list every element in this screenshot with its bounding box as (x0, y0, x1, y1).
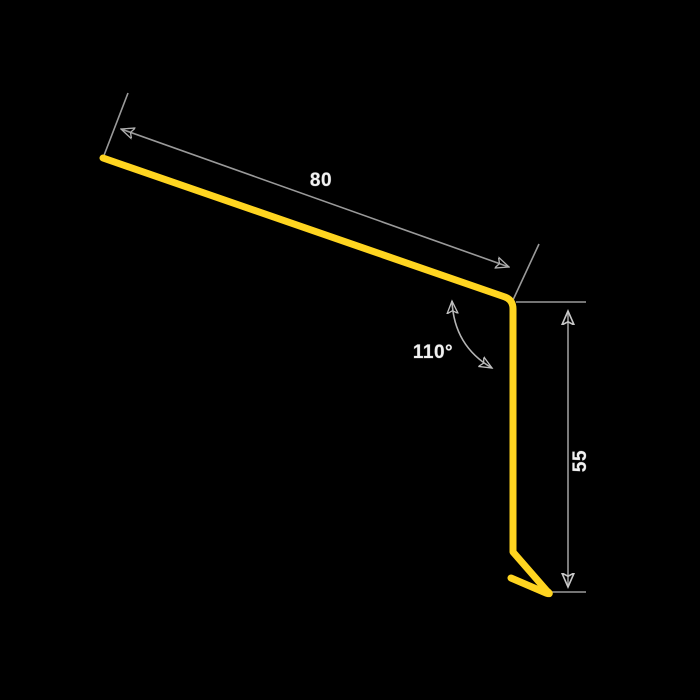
angle-dimension-label: 110° (413, 342, 453, 363)
profile-outline (99, 154, 553, 598)
extension-line-corner (512, 243, 540, 301)
extension-line-left (102, 92, 129, 159)
length-dimension-line (121, 129, 509, 267)
length-dimension-label: 80 (310, 170, 332, 191)
angle-dimension-arc (452, 301, 492, 368)
height-dimension-label: 55 (570, 450, 591, 472)
